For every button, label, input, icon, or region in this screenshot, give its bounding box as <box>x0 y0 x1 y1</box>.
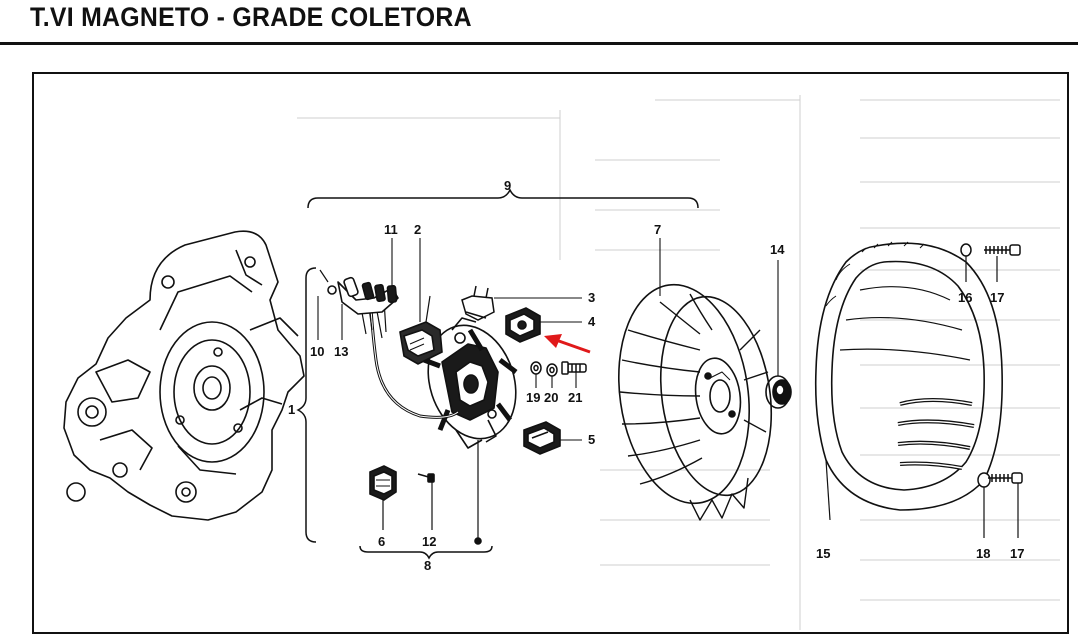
coil-part-5 <box>523 421 561 455</box>
callout-16: 16 <box>958 290 972 305</box>
callout-numbers: 1 2 3 4 5 6 7 8 9 10 11 12 13 14 15 16 1… <box>288 178 1024 573</box>
flywheel-7 <box>618 283 773 521</box>
red-pointer-arrow <box>544 334 591 354</box>
callout-10: 10 <box>310 344 324 359</box>
leader-lines <box>317 238 779 441</box>
callout-6: 6 <box>378 534 385 549</box>
callout-11: 11 <box>384 222 398 237</box>
rectifier-part-6 <box>369 465 397 530</box>
stator-plate <box>423 317 518 545</box>
screw-18-17-bottom <box>977 472 1023 538</box>
callout-19: 19 <box>526 390 540 405</box>
bracket-9 <box>307 188 699 209</box>
callout-12: 12 <box>422 534 436 549</box>
callout-9: 9 <box>504 178 511 193</box>
title-rule <box>0 42 1078 45</box>
callout-8: 8 <box>424 558 431 573</box>
callout-13: 13 <box>334 344 348 359</box>
coil-2 <box>399 295 443 365</box>
screw-16-17-top <box>960 243 1021 282</box>
condenser-4 <box>505 307 541 343</box>
callout-21: 21 <box>568 390 582 405</box>
contact-cap-3 <box>461 285 495 321</box>
crankcase-housing <box>63 230 305 521</box>
bracket-1 <box>296 267 317 543</box>
callout-17a: 17 <box>990 290 1004 305</box>
callout-1: 1 <box>288 402 295 417</box>
callout-18: 18 <box>976 546 990 561</box>
callout-3: 3 <box>588 290 595 305</box>
callout-15: 15 <box>816 546 830 561</box>
bleed-through-lines <box>297 95 1060 630</box>
callout-4: 4 <box>588 314 596 329</box>
callout-17b: 17 <box>1010 546 1024 561</box>
callout-5: 5 <box>588 432 595 447</box>
fasteners-19-20-21 <box>530 361 587 377</box>
screw-12 <box>417 473 435 530</box>
fan-cover-15 <box>814 241 1003 521</box>
wiring-harness <box>319 269 459 419</box>
callout-14: 14 <box>770 242 785 257</box>
callout-20: 20 <box>544 390 558 405</box>
bracket-8 <box>359 545 493 560</box>
page-title: T.VI MAGNETO - GRADE COLETORA <box>30 2 472 32</box>
callout-2: 2 <box>414 222 421 237</box>
diagram-frame <box>32 72 1069 634</box>
callout-7: 7 <box>654 222 661 237</box>
cap-14 <box>765 375 792 409</box>
